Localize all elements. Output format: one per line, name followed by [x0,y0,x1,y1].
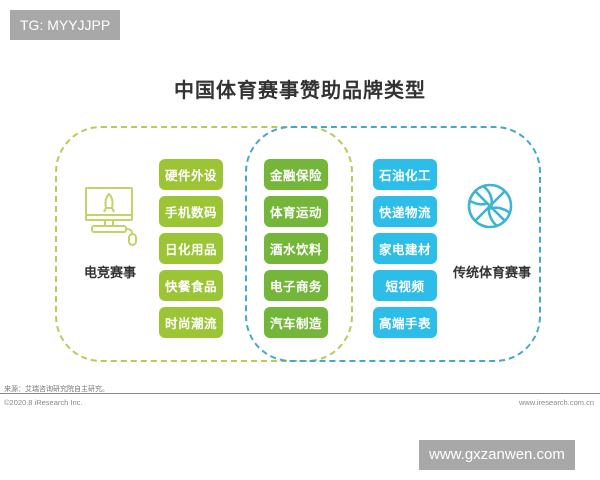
copyright: ©2020.8 iResearch Inc. [4,398,83,407]
esports-sponsor-tag: 手机数码 [159,196,223,227]
traditional-label: 传统体育赛事 [452,266,531,281]
source-note: 来源：艾瑞咨询研究院自主研究。 [4,386,109,393]
traditional-sponsor-tag: 快递物流 [373,196,437,227]
esports-sponsor-list: 硬件外设 手机数码 日化用品 快餐食品 时尚潮流 [159,159,223,338]
esports-sponsor-tag: 时尚潮流 [159,307,223,338]
traditional-frame [245,126,541,362]
shared-sponsor-tag: 汽车制造 [264,307,328,338]
esports-frame [55,126,353,362]
shared-sponsor-tag: 酒水饮料 [264,233,328,264]
traditional-sponsor-tag: 家电建材 [373,233,437,264]
traditional-sponsor-list: 石油化工 快递物流 家电建材 短视频 高端手表 [373,159,437,338]
shared-sponsor-tag: 体育运动 [264,196,328,227]
traditional-sponsor-tag: 短视频 [373,270,437,301]
esports-label: 电竞赛事 [83,266,136,281]
watermark-top: TG: MYYJJPP [10,10,121,40]
shared-sponsor-tag: 电子商务 [264,270,328,301]
esports-sponsor-tag: 日化用品 [159,233,223,264]
computer-monitor-icon [85,187,137,246]
esports-sponsor-tag: 快餐食品 [159,270,223,301]
esports-sponsor-tag: 硬件外设 [159,159,223,190]
shared-sponsor-list: 金融保险 体育运动 酒水饮料 电子商务 汽车制造 [264,159,328,338]
footer-divider [0,393,600,394]
traditional-sponsor-tag: 高端手表 [373,307,437,338]
traditional-sponsor-tag: 石油化工 [373,159,437,190]
shared-sponsor-tag: 金融保险 [264,159,328,190]
watermark-bottom: www.gxzanwen.com [419,440,575,470]
site-url: www.iresearch.com.cn [518,398,594,407]
basketball-icon [467,183,513,229]
diagram-title: 中国体育赛事赞助品牌类型 [174,78,426,102]
